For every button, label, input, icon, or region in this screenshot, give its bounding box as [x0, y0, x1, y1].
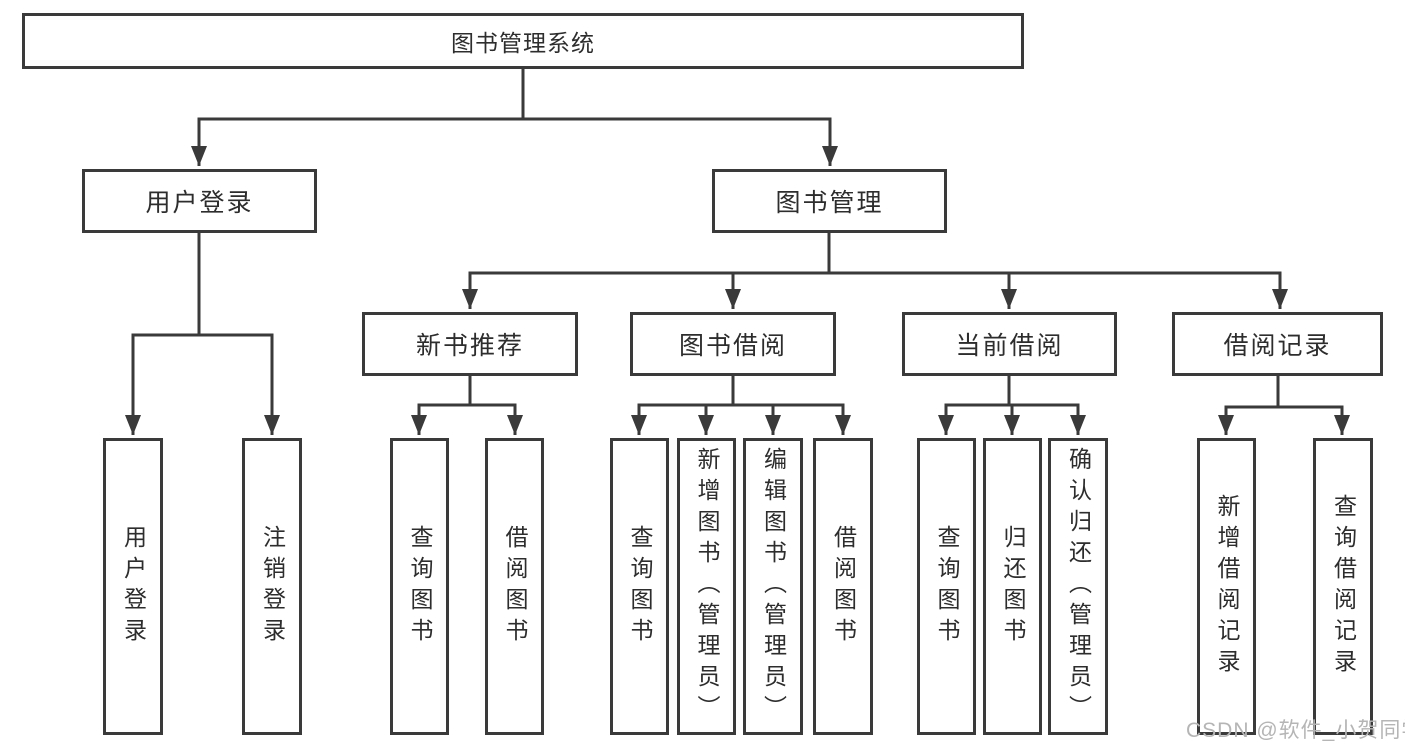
wire-new-books-children [411, 374, 523, 435]
leaf-logout: 注销登录 [242, 438, 302, 735]
leaf-current-query-books: 查询图书 [917, 438, 976, 735]
wire-book-borrow-children [631, 374, 851, 435]
leaf-newbooks-borrow-books: 借阅图书 [485, 438, 544, 735]
leaf-borrowing-query-books: 查询图书 [610, 438, 669, 735]
leaf-query-borrow-record: 查询借阅记录 [1313, 438, 1373, 735]
wire-book-mgmt-children [462, 230, 1288, 309]
node-new-book-recommend: 新书推荐 [362, 312, 578, 376]
node-book-borrowing: 图书借阅 [630, 312, 836, 376]
node-book-management: 图书管理 [712, 169, 947, 233]
wire-user-login-children [125, 230, 280, 435]
wire-borrow-records-children [1218, 374, 1350, 435]
wire-current-borrow-children [938, 374, 1086, 435]
leaf-edit-books-admin: 编辑图书（管理员） [743, 438, 803, 735]
leaf-return-books: 归还图书 [983, 438, 1042, 735]
leaf-add-borrow-record: 新增借阅记录 [1197, 438, 1256, 735]
leaf-borrowing-borrow-books: 借阅图书 [813, 438, 873, 735]
wire-root-to-level2 [191, 66, 838, 166]
leaf-newbooks-query-books: 查询图书 [390, 438, 449, 735]
node-root-library-management-system: 图书管理系统 [22, 13, 1024, 69]
leaf-user-login: 用户登录 [103, 438, 163, 735]
node-current-borrowing: 当前借阅 [902, 312, 1117, 376]
node-user-login: 用户登录 [82, 169, 317, 233]
node-borrowing-records: 借阅记录 [1172, 312, 1383, 376]
leaf-add-books-admin: 新增图书（管理员） [677, 438, 736, 735]
csdn-watermark: CSDN @软件_小贺同学 [1186, 719, 1405, 742]
leaf-confirm-return-admin: 确认归还（管理员） [1048, 438, 1108, 735]
